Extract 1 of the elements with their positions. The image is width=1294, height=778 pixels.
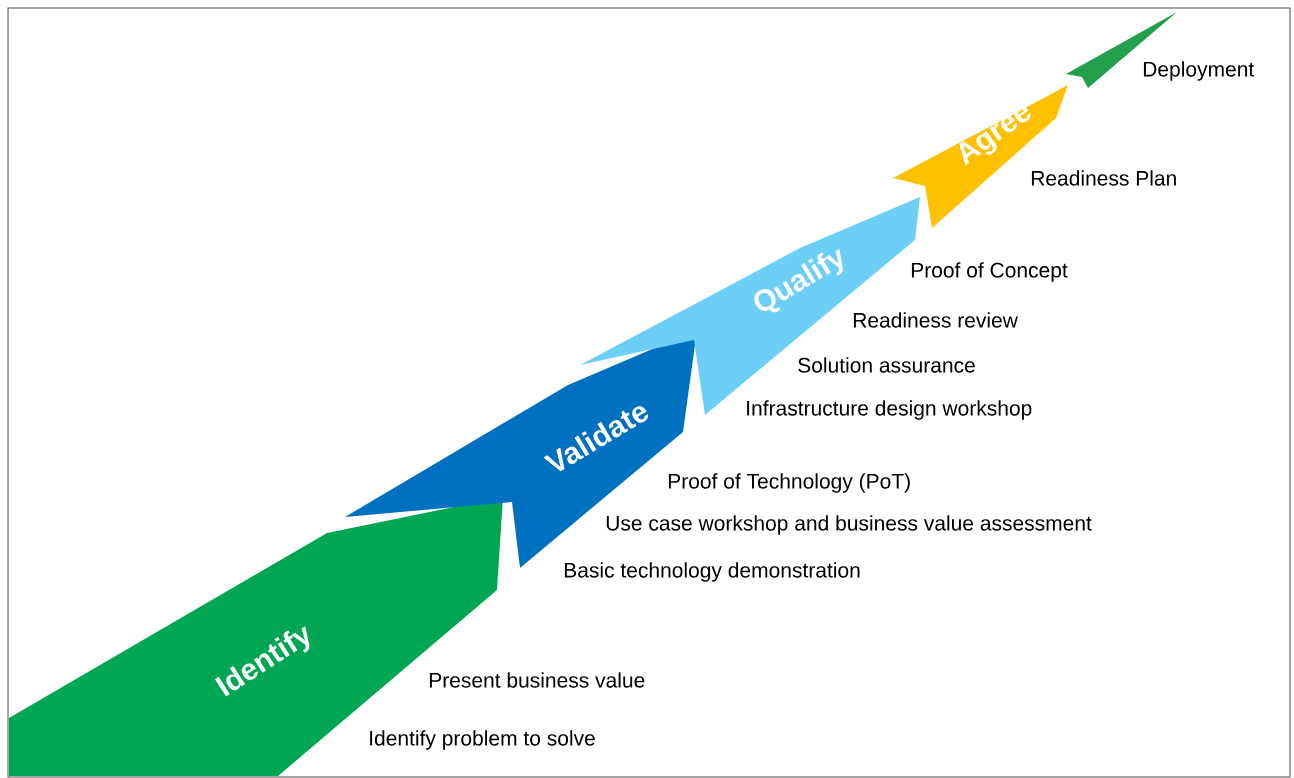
step-label: Deployment — [1143, 61, 1255, 81]
